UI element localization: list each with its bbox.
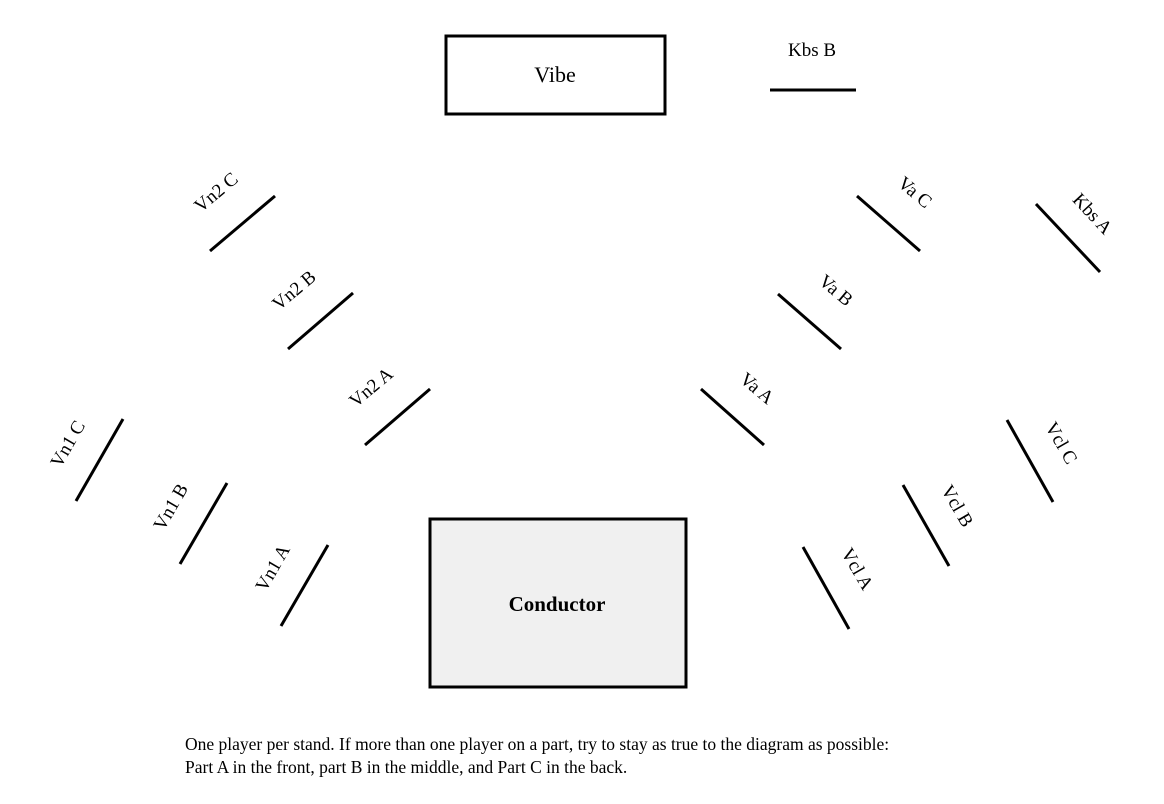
stand-vn1-b	[178, 482, 229, 565]
instructions-note: One player per stand. If more than one p…	[185, 733, 1085, 779]
label-vcl-b: Vcl B	[936, 482, 977, 531]
label-kbs-a: Kbs A	[1068, 190, 1116, 240]
label-vn2-c: Vn2 C	[191, 169, 243, 217]
conductor-box	[428, 517, 688, 689]
stand-kbs-a	[1034, 202, 1102, 274]
stand-vn1-a	[279, 544, 330, 627]
vibe-label: Vibe	[534, 62, 575, 87]
stand-vn2-c	[209, 194, 276, 253]
label-vn1-b: Vn1 B	[150, 480, 193, 534]
label-kbs-b: Kbs B	[788, 40, 836, 61]
stand-vn1-c	[74, 418, 125, 502]
label-vn2-a: Vn2 A	[346, 363, 398, 411]
label-va-a: Va A	[735, 369, 777, 409]
stand-vcl-b	[901, 484, 951, 567]
instructions-line-1: One player per stand. If more than one p…	[185, 734, 890, 754]
label-vn2-b: Vn2 B	[269, 267, 321, 315]
vibe-box	[444, 34, 667, 116]
stand-vn2-b	[287, 291, 354, 351]
stand-va-a	[700, 387, 765, 447]
stand-vcl-a	[801, 546, 851, 630]
stand-vcl-c	[1005, 419, 1055, 503]
label-va-c: Va C	[893, 173, 935, 213]
stand-vn2-a	[364, 387, 431, 447]
conductor-label: Conductor	[509, 592, 606, 616]
label-vcl-a: Vcl A	[836, 545, 877, 595]
instructions-line-2: Part A in the front, part B in the middl…	[185, 757, 628, 777]
label-vn1-c: Vn1 C	[47, 417, 90, 471]
label-vcl-c: Vcl C	[1040, 419, 1081, 468]
stand-va-b	[777, 292, 842, 351]
label-vn1-a: Vn1 A	[252, 541, 295, 595]
label-va-b: Va B	[814, 271, 856, 311]
stand-va-c	[856, 194, 921, 253]
